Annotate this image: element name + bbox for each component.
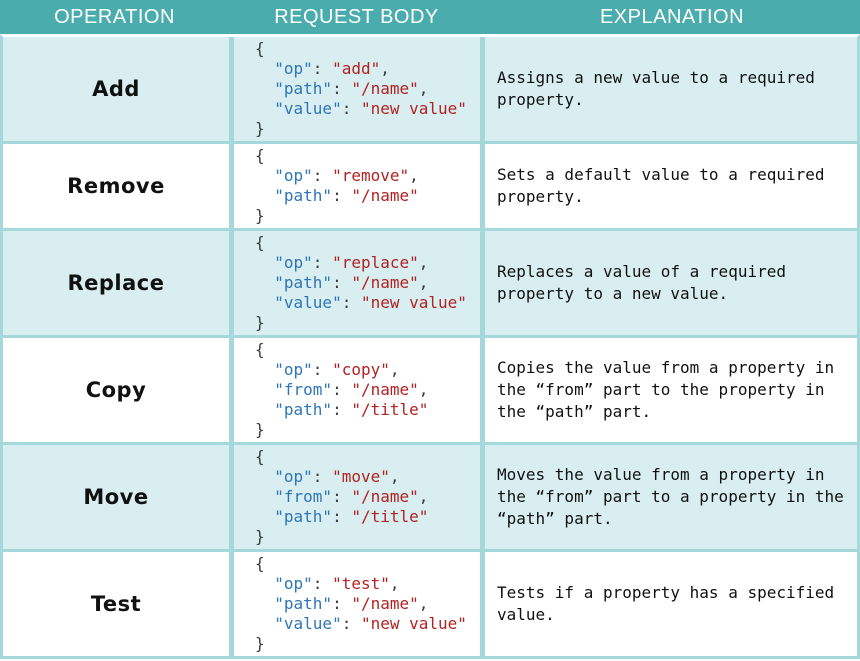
column-header-request-body: REQUEST BODY bbox=[274, 5, 439, 28]
operation-label: Copy bbox=[85, 378, 147, 402]
json-code: { "op": "remove", "path": "/name" } bbox=[255, 146, 419, 225]
explanation-cell: Moves the value from a property in the “… bbox=[480, 445, 857, 549]
json-code: { "op": "replace", "path": "/name", "val… bbox=[255, 233, 467, 332]
json-code: { "op": "add", "path": "/name", "value":… bbox=[255, 39, 467, 138]
table-header-row: OPERATION REQUEST BODY EXPLANATION bbox=[0, 0, 860, 34]
request-body-cell: { "op": "replace", "path": "/name", "val… bbox=[229, 231, 480, 335]
operation-label: Replace bbox=[67, 271, 165, 295]
explanation-text: Sets a default value to a required prope… bbox=[497, 165, 825, 206]
explanation-cell: Sets a default value to a required prope… bbox=[480, 144, 857, 228]
operation-cell: Remove bbox=[3, 144, 229, 228]
request-body-cell: { "op": "remove", "path": "/name" } bbox=[229, 144, 480, 228]
explanation-text: Tests if a property has a specified valu… bbox=[497, 583, 835, 624]
operation-label: Test bbox=[90, 592, 142, 616]
json-code: { "op": "test", "path": "/name", "value"… bbox=[255, 554, 467, 653]
explanation-cell: Tests if a property has a specified valu… bbox=[480, 552, 857, 656]
table-row: Copy { "op": "copy", "from": "/name", "p… bbox=[3, 335, 857, 442]
explanation-cell: Replaces a value of a required property … bbox=[480, 231, 857, 335]
explanation-cell: Assigns a new value to a required proper… bbox=[480, 37, 857, 141]
request-body-cell: { "op": "add", "path": "/name", "value":… bbox=[229, 37, 480, 141]
column-header-operation: OPERATION bbox=[54, 5, 175, 28]
operation-label: Add bbox=[92, 77, 140, 101]
explanation-text: Moves the value from a property in the “… bbox=[497, 465, 844, 528]
operation-cell: Move bbox=[3, 445, 229, 549]
table-row: Move { "op": "move", "from": "/name", "p… bbox=[3, 442, 857, 549]
explanation-text: Assigns a new value to a required proper… bbox=[497, 68, 815, 109]
request-body-cell: { "op": "move", "from": "/name", "path":… bbox=[229, 445, 480, 549]
table-row: Replace { "op": "replace", "path": "/nam… bbox=[3, 228, 857, 335]
operation-label: Remove bbox=[67, 174, 165, 198]
table-body: Add { "op": "add", "path": "/name", "val… bbox=[0, 34, 860, 659]
table-row: Add { "op": "add", "path": "/name", "val… bbox=[3, 37, 857, 141]
explanation-cell: Copies the value from a property in the … bbox=[480, 338, 857, 442]
request-body-cell: { "op": "copy", "from": "/name", "path":… bbox=[229, 338, 480, 442]
json-code: { "op": "copy", "from": "/name", "path":… bbox=[255, 340, 429, 439]
request-body-cell: { "op": "test", "path": "/name", "value"… bbox=[229, 552, 480, 656]
operation-cell: Add bbox=[3, 37, 229, 141]
column-header-explanation: EXPLANATION bbox=[599, 5, 745, 28]
json-code: { "op": "move", "from": "/name", "path":… bbox=[255, 447, 429, 546]
operation-cell: Replace bbox=[3, 231, 229, 335]
operation-label: Move bbox=[83, 485, 149, 509]
explanation-text: Copies the value from a property in the … bbox=[497, 358, 835, 421]
operation-cell: Copy bbox=[3, 338, 229, 442]
explanation-text: Replaces a value of a required property … bbox=[497, 262, 786, 303]
table-row: Test { "op": "test", "path": "/name", "v… bbox=[3, 549, 857, 656]
operation-cell: Test bbox=[3, 552, 229, 656]
table-row: Remove { "op": "remove", "path": "/name"… bbox=[3, 141, 857, 228]
